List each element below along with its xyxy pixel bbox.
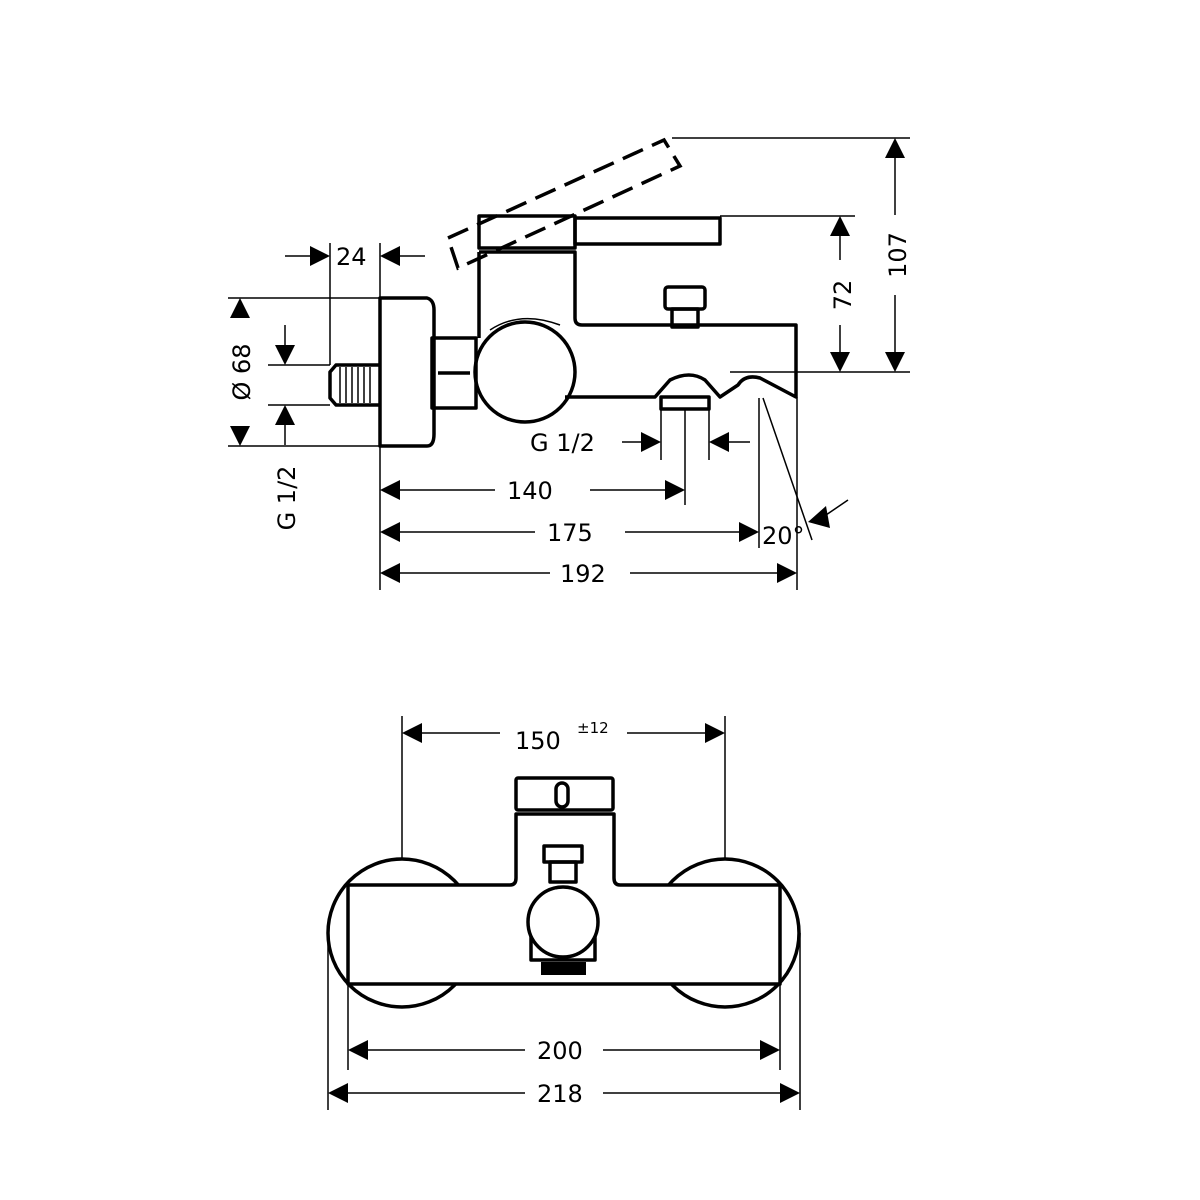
svg-text:20°: 20° xyxy=(762,522,805,550)
dim-72: 72 xyxy=(720,215,910,373)
front-spout xyxy=(526,885,600,959)
svg-text:140: 140 xyxy=(507,477,553,505)
svg-text:150: 150 xyxy=(515,727,561,755)
cap-slot xyxy=(554,781,570,809)
thread-lines xyxy=(339,367,371,403)
dim-175: 175 xyxy=(380,519,759,547)
hex-nut xyxy=(430,336,478,410)
svg-text:192: 192 xyxy=(560,560,606,588)
lever-raised-outline xyxy=(445,137,683,271)
svg-text:24: 24 xyxy=(336,243,367,271)
handle-circle xyxy=(473,320,577,424)
dim-218: 218 xyxy=(327,933,801,1110)
front-outlet-thread xyxy=(541,962,586,975)
dim-inlet-g12: G 1/2 xyxy=(268,325,330,530)
wall-flange xyxy=(378,296,436,448)
dim-200: 200 xyxy=(347,984,781,1070)
svg-text:107: 107 xyxy=(884,232,912,278)
dim-24: 24 xyxy=(285,243,425,365)
dim-140: 140 xyxy=(380,477,685,505)
svg-text:G 1/2: G 1/2 xyxy=(530,429,595,457)
front-diverter-stem xyxy=(548,860,578,884)
outlet-thread xyxy=(659,395,711,411)
front-cap xyxy=(514,776,615,812)
svg-text:±12: ±12 xyxy=(577,719,609,737)
diverter-stem xyxy=(670,307,700,329)
svg-text:200: 200 xyxy=(537,1037,583,1065)
front-view: 150 ±12 200 218 xyxy=(326,716,801,1110)
side-view: 24 Ø 68 G 1/2 G 1/2 xyxy=(228,137,912,590)
dim-150: 150 ±12 xyxy=(401,716,726,859)
angle-line xyxy=(762,397,813,541)
diverter-knob xyxy=(663,285,707,311)
dim-diameter-68: Ø 68 xyxy=(228,297,380,447)
dim-angle-20: 20° xyxy=(762,499,849,550)
dim-outlet-g12: G 1/2 xyxy=(530,410,750,460)
mixer-body xyxy=(479,250,798,399)
lever-handle xyxy=(573,216,722,246)
svg-text:72: 72 xyxy=(829,280,857,311)
svg-text:Ø 68: Ø 68 xyxy=(228,343,256,400)
svg-text:175: 175 xyxy=(547,519,593,547)
inlet-thread xyxy=(328,363,380,407)
body-curve xyxy=(489,317,561,331)
svg-text:218: 218 xyxy=(537,1080,583,1108)
svg-text:G 1/2: G 1/2 xyxy=(273,466,301,531)
dim-192: 192 xyxy=(380,560,797,588)
dim-107: 107 xyxy=(672,137,912,372)
